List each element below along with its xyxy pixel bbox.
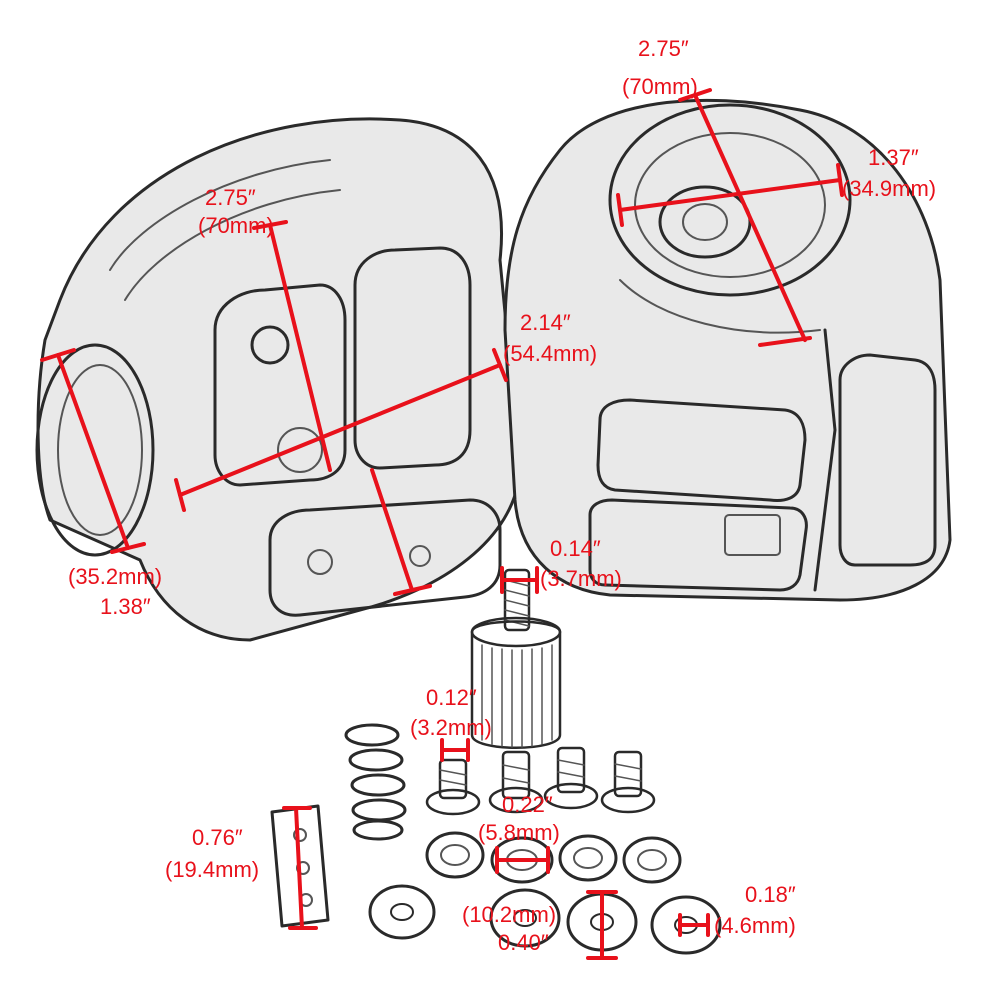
dimension-labels: 2.75″ (70mm) 2.75″ (70mm) 1.37″ (34.9mm)…	[68, 36, 936, 955]
right-switch-housing	[503, 98, 952, 602]
spacer-mm-label: (19.4mm)	[165, 857, 259, 882]
bore-mm-label: (35.2mm)	[68, 564, 162, 589]
washer-hole-mm-label: (4.6mm)	[714, 913, 796, 938]
screw-mm-label: (3.2mm)	[410, 715, 492, 740]
height-inch-label: 2.14″	[520, 310, 571, 335]
flat-washer-inch-label: 0.40″	[498, 930, 549, 955]
right-width-mm-label: (70mm)	[622, 74, 698, 99]
lock-washer-mm-label: (5.8mm)	[478, 820, 560, 845]
spacer-inch-label: 0.76″	[192, 825, 243, 850]
left-width-inch-label: 2.75″	[205, 185, 256, 210]
height-mm-label: (54.4mm)	[503, 341, 597, 366]
left-switch-housing	[35, 117, 522, 642]
dimension-lines	[40, 88, 844, 960]
left-width-mm-label: (70mm)	[198, 213, 274, 238]
spring	[344, 723, 407, 841]
thumbscrew	[470, 568, 562, 749]
screws	[425, 746, 656, 816]
right-depth-mm-label: (34.9mm)	[842, 176, 936, 201]
thumbscrew-inch-label: 0.14″	[550, 536, 601, 561]
screw-inch-label: 0.12″	[426, 685, 477, 710]
lock-washer-inch-label: 0.22″	[502, 792, 553, 817]
washer-hole-inch-label: 0.18″	[745, 882, 796, 907]
thumbscrew-mm-label: (3.7mm)	[540, 566, 622, 591]
bore-inch-label: 1.38″	[100, 594, 151, 619]
right-depth-inch-label: 1.37″	[868, 145, 919, 170]
right-width-inch-label: 2.75″	[638, 36, 689, 61]
flat-washer-mm-label: (10.2mm)	[462, 902, 556, 927]
lock-washers	[425, 831, 682, 884]
